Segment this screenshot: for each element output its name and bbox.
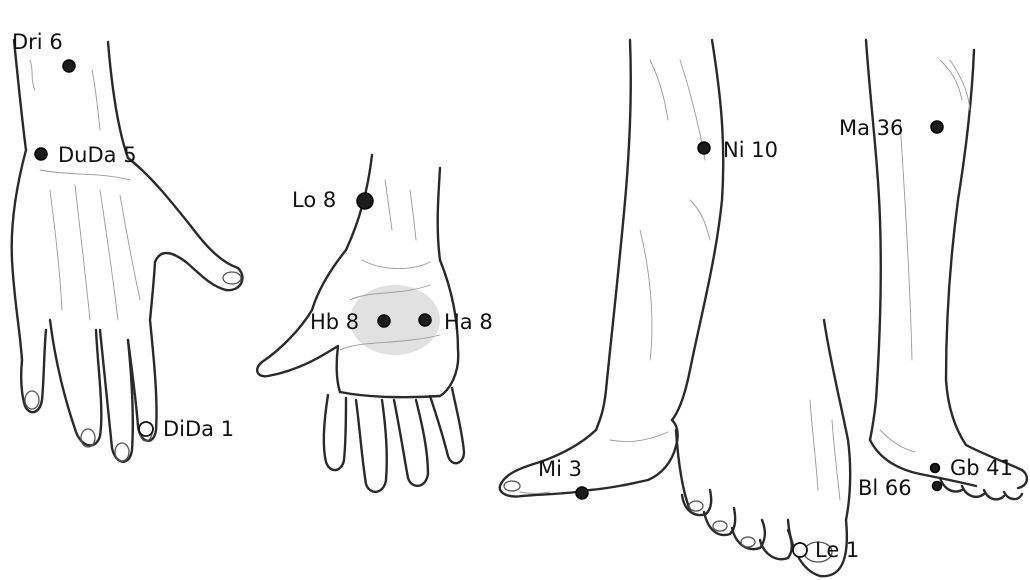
point-label-ni10: Ni 10 [723, 138, 778, 162]
point-marker-mi3 [576, 487, 588, 499]
point-marker-duda5 [35, 148, 47, 160]
point-label-duda5: DuDa 5 [58, 143, 137, 167]
point-label-gb41: Gb 41 [950, 456, 1013, 480]
point-label-bl66: Bl 66 [858, 476, 912, 500]
point-marker-le1 [793, 543, 807, 557]
point-label-hb8: Hb 8 [310, 310, 359, 334]
point-marker-ha8 [419, 314, 431, 326]
point-label-dri6: Dri 6 [12, 30, 63, 54]
point-label-ma36: Ma 36 [839, 116, 903, 140]
point-marker-ma36 [931, 121, 943, 133]
point-marker-ni10 [698, 142, 710, 154]
right-leg-drawing [866, 40, 1027, 499]
point-marker-hb8 [378, 315, 390, 327]
acupoint-labels: Dri 6 DuDa 5 DiDa 1 Lo 8 Hb 8 Ha 8 Ni 10… [12, 30, 1013, 562]
point-marker-gb41 [931, 464, 940, 473]
point-label-lo8: Lo 8 [292, 188, 336, 212]
acupoint-markers [35, 60, 943, 557]
left-leg-drawing [500, 40, 723, 497]
point-marker-lo8 [357, 193, 373, 209]
point-label-ha8: Ha 8 [444, 310, 493, 334]
point-marker-dida1 [139, 422, 153, 436]
point-label-le1: Le 1 [815, 538, 859, 562]
point-marker-dri6 [63, 60, 75, 72]
point-label-dida1: DiDa 1 [163, 417, 234, 441]
point-label-mi3: Mi 3 [538, 457, 582, 481]
left-hand-dorsal-drawing [12, 40, 243, 462]
point-marker-bl66 [933, 482, 942, 491]
